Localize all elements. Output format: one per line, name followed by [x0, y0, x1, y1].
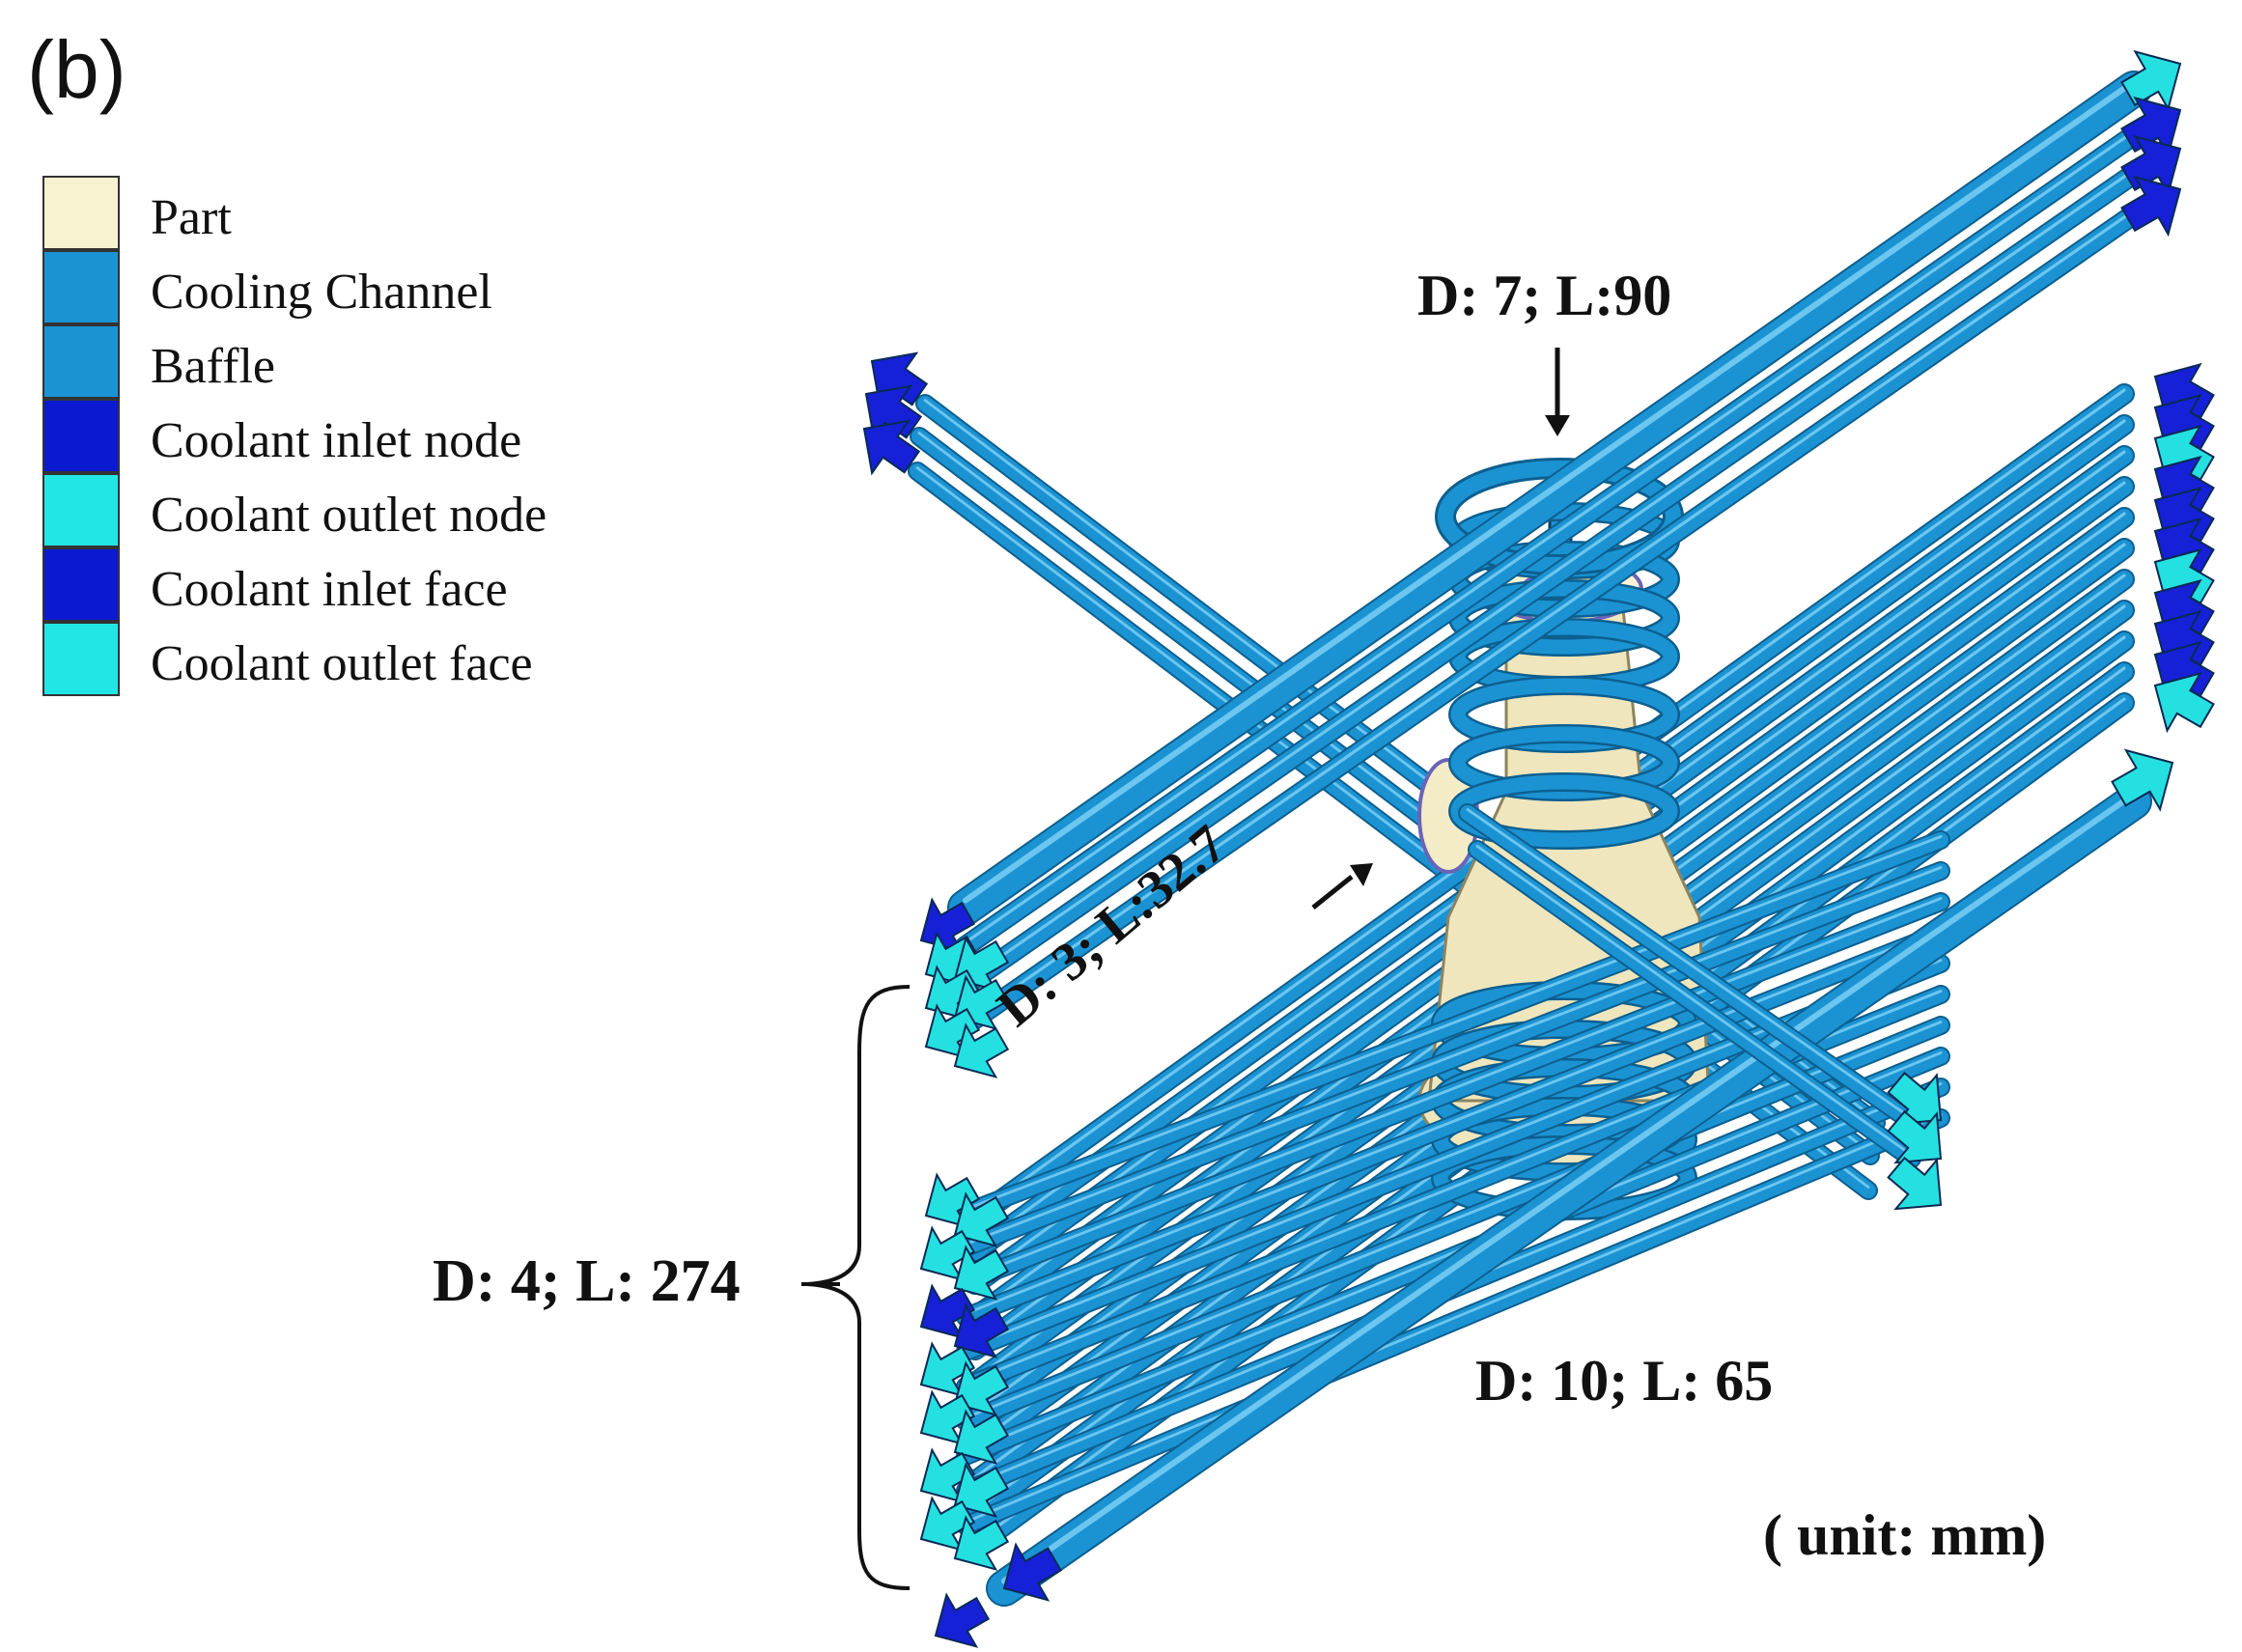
upper-pipe-3-body	[957, 165, 2143, 994]
legend-swatch-coolant-outlet-node	[42, 473, 120, 547]
front-pipe-4	[956, 923, 1950, 1327]
annotation-marks	[801, 348, 1570, 1590]
upper-pipe-4-highlight	[964, 209, 2136, 1023]
diagonal-pipe-3-body	[910, 463, 1876, 1198]
front-pipe-4-highlight	[964, 928, 1943, 1315]
left-end-arrow-17	[953, 1409, 1010, 1465]
annotation-unit: ( unit: mm)	[1763, 1503, 2047, 1567]
upper-pipe-4	[955, 204, 2144, 1036]
front-pipe-1	[956, 830, 1950, 1222]
upper-pipe-2-body	[957, 126, 2143, 955]
front-pipe-10-body	[958, 1110, 1948, 1533]
front-channels	[919, 49, 2182, 1648]
annotation-top-arrow-head	[1545, 415, 1570, 436]
legend-swatch-baffle	[42, 324, 120, 399]
upper-pipe-3	[955, 163, 2144, 995]
front-pipe-3	[956, 892, 1950, 1292]
long-pipe-right-arrow-11	[2153, 671, 2215, 734]
front-pipe-10-highlight	[964, 1113, 1943, 1524]
front-pipe-8-highlight	[964, 1051, 1943, 1454]
front-diagonal-pipe-1-body	[1460, 805, 1920, 1130]
front-pipe-7-body	[958, 1018, 1948, 1429]
diagonal-outlet-arrow-2	[1887, 1109, 1943, 1164]
coil-turn-7	[1450, 774, 1678, 848]
legend-label-coolant-outlet-node: Coolant outlet node	[151, 488, 547, 543]
left-end-arrow-22	[934, 1592, 991, 1648]
left-end-arrow-11	[953, 1245, 1010, 1301]
annotation-diagonal-arrow-line	[1311, 875, 1354, 910]
upper-pipe-1	[947, 70, 2152, 926]
coil-turn-3	[1450, 581, 1678, 655]
legend-label-coolant-inlet-node: Coolant inlet node	[151, 413, 522, 468]
legend-label-coolant-outlet-face: Coolant outlet face	[151, 636, 533, 691]
diagonal-pipe-3-highlight	[915, 466, 1870, 1189]
front-pipe-4-body	[958, 925, 1948, 1325]
front-diagonal-pipe-2-body	[1470, 842, 1920, 1166]
diagonal-pipe-3	[908, 462, 1878, 1200]
annotation-top-pipe: D: 7; L:90	[1417, 264, 1672, 327]
diagonal-pipe-2-body	[911, 429, 1878, 1163]
legend-swatch-cooling-channel	[42, 250, 120, 324]
front-pipe-1-highlight	[964, 835, 1943, 1211]
large-pipe-d10-highlight	[1000, 791, 2138, 1584]
legend-label-part: Part	[151, 190, 232, 245]
front-pipe-3-highlight	[964, 897, 1943, 1280]
front-pipe-2-highlight	[964, 866, 1943, 1246]
legend-swatch-coolant-inlet-face	[42, 547, 120, 622]
large-pipe-inlet-arrow	[1002, 1542, 1062, 1602]
left-end-arrow-19	[953, 1462, 1010, 1518]
upper-pipe-2	[955, 125, 2144, 957]
legend-swatch-part	[42, 176, 120, 250]
front-pipe-7	[956, 1016, 1950, 1431]
left-end-arrow-15	[953, 1360, 1010, 1416]
upper-pipe-4-body	[957, 206, 2143, 1034]
annotation-large-pipe: D: 10; L: 65	[1475, 1349, 1774, 1413]
legend-swatch-coolant-inlet-node	[42, 399, 120, 473]
front-pipe-2-body	[958, 863, 1948, 1255]
left-end-arrow-21	[953, 1515, 1010, 1571]
legend-label-cooling-channel: Cooling Channel	[151, 265, 492, 320]
front-pipe-2	[956, 861, 1950, 1257]
diagonal-inlet-arrow-3	[862, 419, 921, 476]
front-pipe-1-body	[958, 832, 1948, 1220]
large-pipe-d10-body	[988, 785, 2150, 1605]
upper-pipe-1-highlight	[962, 78, 2138, 904]
large-pipe-d10	[986, 783, 2152, 1607]
upper-pipe-1-body	[949, 72, 2150, 924]
legend-swatch-coolant-outlet-face	[42, 622, 120, 696]
left-end-arrow-13	[953, 1302, 1010, 1358]
left-brace	[806, 985, 911, 1590]
front-diagonal-pipe-1	[1458, 803, 1921, 1132]
front-pipe-7-highlight	[964, 1021, 1943, 1419]
left-end-arrow-7	[953, 1022, 1010, 1078]
panel-label: (b)	[27, 24, 126, 115]
large-pipe-outlet-arrow	[2111, 748, 2174, 812]
front-pipe-3-body	[958, 894, 1948, 1290]
front-diagonal-pipe-2	[1468, 840, 1921, 1168]
front-pipe-10	[956, 1108, 1950, 1535]
left-end-arrow-9	[953, 1191, 1010, 1247]
legend-label-coolant-inlet-face: Coolant inlet face	[151, 562, 508, 617]
front-diagonal-pipe-2-highlight	[1475, 845, 1914, 1157]
upper-pipe-2-highlight	[964, 129, 2136, 944]
annotation-straight-pipes: D: 4; L: 274	[433, 1248, 741, 1314]
diagonal-outlet-arrow-3	[1887, 1156, 1943, 1211]
front-diagonal-pipe-1-highlight	[1466, 808, 1914, 1120]
upper-pipe-right-arrow-4	[2120, 175, 2182, 238]
legend-label-baffle: Baffle	[151, 339, 275, 394]
upper-pipe-3-highlight	[964, 168, 2136, 983]
annotation-diagonal-arrow-head	[1350, 863, 1373, 886]
